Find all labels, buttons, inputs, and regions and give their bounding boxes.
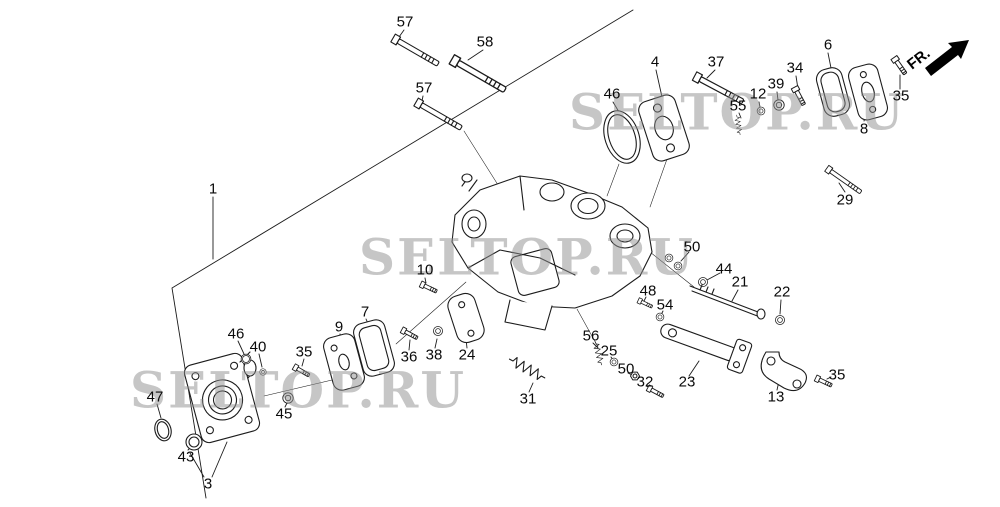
- callout-56: 56: [582, 327, 600, 345]
- plate-24: [447, 292, 485, 344]
- shaft-21: [689, 284, 766, 320]
- screw-36: [399, 326, 420, 342]
- callout-44: 44: [715, 260, 733, 278]
- washer-54: [655, 312, 665, 322]
- callout-34: 34: [786, 59, 804, 77]
- cover-4: [638, 94, 690, 162]
- screw-34: [790, 85, 808, 107]
- screw-10: [418, 280, 439, 295]
- gasket-7: [353, 319, 395, 377]
- callout-6: 6: [823, 36, 833, 54]
- callout-35a: 35: [892, 87, 910, 105]
- bracket-23: [660, 323, 753, 374]
- manifold-3: [183, 351, 261, 444]
- callout-40: 40: [249, 338, 267, 356]
- washer-22: [775, 315, 785, 325]
- cover-8: [847, 63, 889, 121]
- callout-8: 8: [859, 120, 869, 138]
- callout-25: 25: [600, 342, 618, 360]
- pump-body: [451, 173, 653, 331]
- gasket-46-top: [603, 110, 641, 164]
- washer-38: [433, 326, 443, 336]
- callout-50a: 50: [683, 238, 701, 256]
- bolt-58: [448, 54, 509, 96]
- washer-39: [773, 99, 785, 111]
- callout-31: 31: [519, 390, 537, 408]
- valve-12: [756, 106, 766, 116]
- callout-57a: 57: [396, 13, 414, 31]
- washer-44: [698, 277, 708, 287]
- callout-37: 37: [707, 53, 725, 71]
- callout-3: 3: [203, 475, 213, 493]
- callout-45: 45: [275, 405, 293, 423]
- callout-13: 13: [767, 388, 785, 406]
- callout-54: 54: [656, 296, 674, 314]
- washer-40: [259, 368, 267, 376]
- callout-23: 23: [678, 373, 696, 391]
- gasket-6: [815, 67, 851, 117]
- callout-58: 58: [476, 33, 494, 51]
- callout-57b: 57: [415, 79, 433, 97]
- callout-46a: 46: [603, 85, 621, 103]
- boundary-lines: [171, 9, 634, 499]
- callout-46b: 46: [227, 325, 245, 343]
- spring-31: [506, 354, 548, 383]
- callout-48: 48: [639, 282, 657, 300]
- callout-36: 36: [400, 348, 418, 366]
- callout-4: 4: [650, 53, 660, 71]
- seal-43: [185, 433, 203, 451]
- washers-50-upper: [664, 253, 683, 271]
- lever-13: [760, 351, 807, 392]
- callout-29: 29: [836, 191, 854, 209]
- callout-55: 55: [729, 97, 747, 115]
- plate-9: [323, 333, 365, 391]
- bolt-57-upper: [390, 33, 441, 69]
- callout-22: 22: [773, 283, 791, 301]
- callout-43: 43: [177, 448, 195, 466]
- screw-35-left: [291, 363, 312, 379]
- callout-35b: 35: [828, 366, 846, 384]
- washer-45: [282, 392, 294, 404]
- fr-arrow: FR.: [904, 40, 969, 76]
- callout-7: 7: [360, 303, 370, 321]
- callout-21: 21: [731, 273, 749, 291]
- callout-24: 24: [458, 346, 476, 364]
- callout-39: 39: [767, 75, 785, 93]
- axis-lines: [263, 130, 695, 397]
- callout-38: 38: [425, 346, 443, 364]
- oring-46-left: [240, 353, 252, 365]
- callout-35c: 35: [295, 343, 313, 361]
- oring-47: [154, 418, 172, 442]
- callout-1: 1: [208, 180, 218, 198]
- callout-47: 47: [146, 388, 164, 406]
- callout-50b: 50: [617, 360, 635, 378]
- callout-32: 32: [636, 373, 654, 391]
- callout-10: 10: [416, 261, 434, 279]
- callout-9: 9: [334, 318, 344, 336]
- callout-12: 12: [749, 85, 767, 103]
